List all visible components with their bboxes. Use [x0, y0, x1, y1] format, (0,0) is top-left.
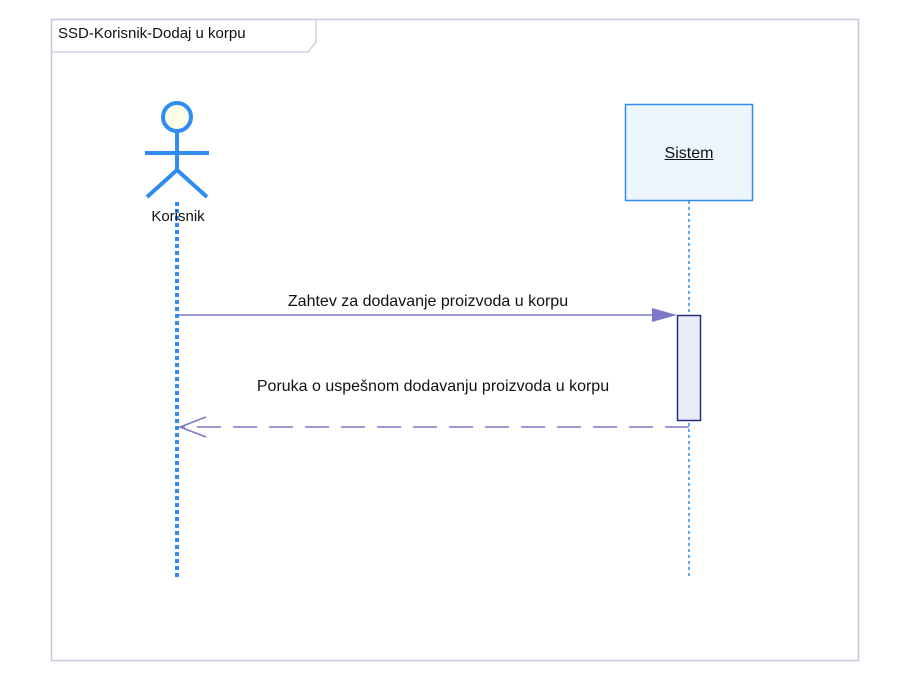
diagram-frame — [50, 18, 860, 662]
message-request-arrowhead — [652, 308, 677, 322]
actor-left-leg — [145, 168, 179, 199]
actor-head — [161, 101, 193, 133]
message-return-label: Poruka o uspešnom dodavanju proizvoda u … — [256, 378, 610, 395]
system-box — [624, 103, 754, 202]
system-activation-bar — [676, 314, 702, 422]
system-name: Sistem — [664, 145, 714, 162]
actor-right-leg — [175, 168, 209, 199]
message-request-label: Zahtev za dodavanje proizvoda u korpu — [287, 293, 569, 310]
diagram-title: SSD-Korisnik-Dodaj u korpu — [58, 25, 246, 42]
actor-name: Korisnik — [151, 208, 205, 225]
actor-figure — [145, 101, 209, 199]
message-return-arrowhead — [177, 416, 207, 438]
frame-title-tab — [51, 18, 317, 53]
